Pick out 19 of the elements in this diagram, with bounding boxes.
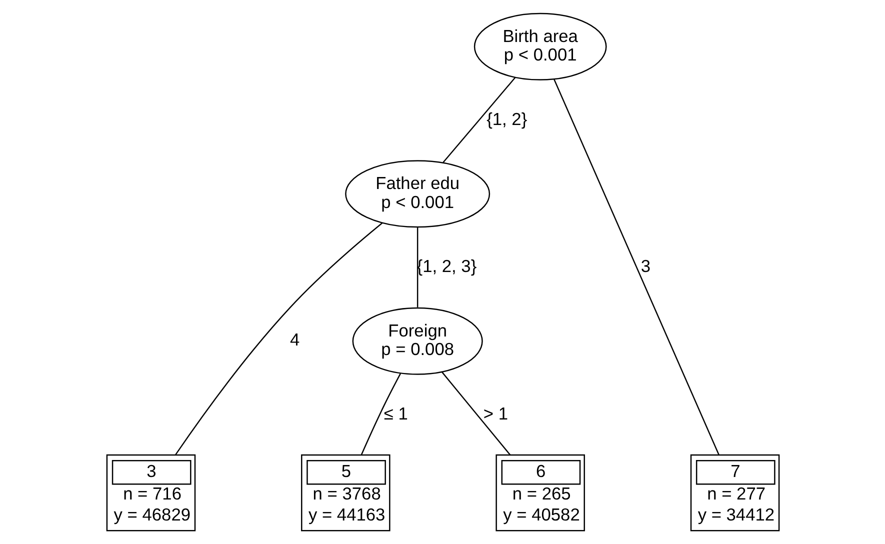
node-box: 7 n = 277 y = 34412 <box>690 454 780 532</box>
node-ellipse: Father edu p < 0.001 <box>344 160 490 228</box>
connector <box>442 77 516 163</box>
node-box: 3 n = 716 y = 46829 <box>106 454 196 532</box>
node-ellipse: Birth area p < 0.001 <box>473 12 606 80</box>
node-ellipse: Foreign p = 0.008 <box>352 307 482 375</box>
edge-label: {1, 2} <box>486 108 527 129</box>
connector <box>553 79 720 456</box>
node-box: 6 n = 265 y = 40582 <box>495 454 584 532</box>
connector <box>360 373 401 456</box>
edge-label: > 1 <box>482 403 508 424</box>
node-box: 5 n = 3768 y = 44163 <box>300 454 390 532</box>
connector <box>416 227 418 308</box>
connector <box>174 222 382 456</box>
edge-label: ≤ 1 <box>383 403 408 424</box>
connector <box>441 372 510 456</box>
edge-label: {1, 2, 3} <box>416 256 476 276</box>
edge-label: 3 <box>640 256 650 276</box>
edge-label: 4 <box>289 330 300 350</box>
